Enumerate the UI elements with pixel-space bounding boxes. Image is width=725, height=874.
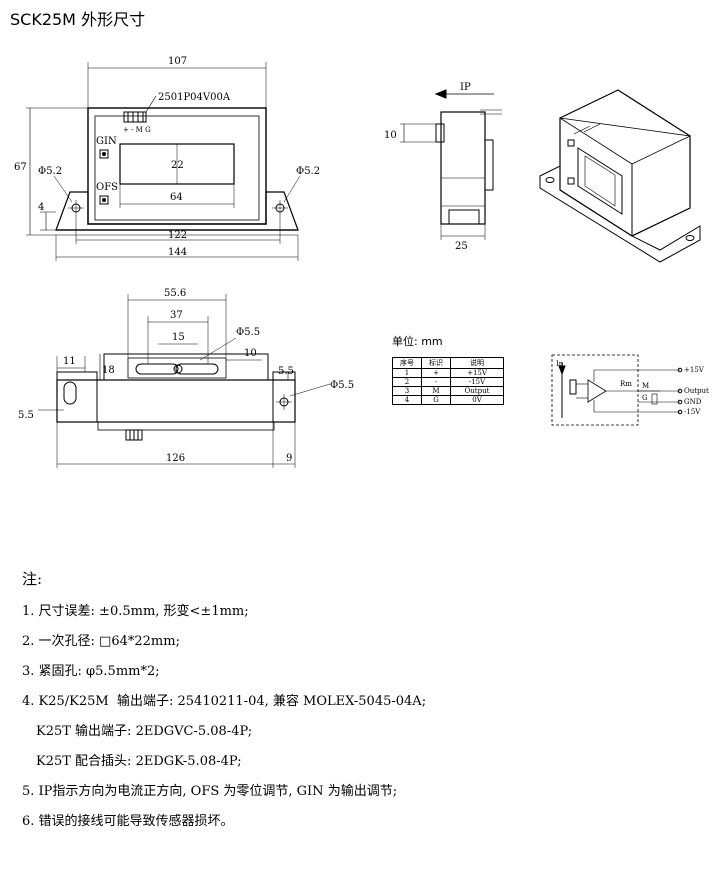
dim-5-5-left: 5.5 (18, 410, 34, 421)
ofs-label: OFS (96, 182, 118, 193)
dim-5-5-right: 5.5 (278, 366, 294, 377)
hole-mid-label: Φ5.5 (236, 327, 260, 338)
dim-window-width: 64 (170, 192, 183, 203)
pin-number: 4 (392, 395, 422, 405)
note-item: 1. 尺寸误差: ±0.5mm, 形变<±1mm; (22, 604, 249, 619)
pin-number: 3 (392, 386, 422, 396)
note-item: 5. IP指示方向为电流正方向, OFS 为零位调节, GIN 为输出调节; (22, 784, 398, 799)
table-row: 4 G 0V (392, 395, 504, 405)
notes-heading: 注: (22, 570, 43, 588)
side-view (400, 89, 502, 240)
schematic-m: M (642, 382, 649, 390)
dim-window-height: 22 (171, 160, 184, 171)
note-item: 4. K25/K25M 输出端子: 25410211-04, 兼容 MOLEX-… (22, 694, 427, 709)
pin-markers: + - M G (123, 126, 151, 134)
pin-number: 2 (392, 377, 422, 387)
dim-25: 25 (455, 241, 468, 252)
note-item: 3. 紧固孔: φ5.5mm*2; (22, 664, 160, 679)
table-row: 1 + +15V (392, 368, 504, 378)
front-view (26, 62, 301, 261)
table-row: 3 M Output (392, 386, 504, 396)
schematic-gnd: GND (684, 398, 702, 406)
note-item: K25T 配合插头: 2EDGK-5.08-4P; (36, 754, 242, 769)
table-row: 2 - -15V (392, 377, 504, 387)
pin-mark: - (421, 377, 451, 387)
dim-122: 122 (168, 230, 187, 241)
schematic (551, 354, 683, 426)
notes-section: 注: 1. 尺寸误差: ±0.5mm, 形变<±1mm; 2. 一次孔径: □6… (22, 572, 426, 845)
pin-desc: Output (450, 386, 504, 396)
pin-table-header: 标识 (421, 357, 451, 369)
dim-10-side: 10 (384, 130, 397, 141)
dim-4: 4 (38, 202, 44, 213)
hole-right-label: Φ5.2 (296, 166, 320, 177)
technical-drawing: 107 2501P04V00A + - M G GIN OFS 67 Φ5.2 … (14, 56, 709, 468)
pin-mark: G (421, 395, 451, 405)
page-title: SCK25M 外形尺寸 (10, 10, 146, 29)
dim-67: 67 (14, 162, 27, 173)
gin-label: GIN (96, 136, 117, 147)
dim-18: 18 (102, 365, 115, 376)
dim-126: 126 (166, 453, 185, 464)
pin-desc: +15V (450, 368, 504, 378)
schematic-output: Output (684, 387, 709, 395)
pin-desc: 0V (450, 395, 504, 405)
pin-table-header: 序号 (392, 357, 422, 369)
dim-11: 11 (63, 356, 76, 367)
schematic-plus15: +15V (684, 366, 705, 374)
schematic-rm: Rm (620, 380, 632, 388)
isometric-view (539, 89, 701, 263)
note-item: 6. 错误的接线可能导致传感器损坏。 (22, 814, 234, 829)
schematic-ip-label: Ip (556, 360, 564, 368)
pin-table: 序号 标识 说明 1 + +15V 2 - -15V 3 M Output 4 … (392, 357, 504, 405)
dim-144: 144 (168, 247, 187, 258)
pin-desc: -15V (450, 377, 504, 387)
dim-107: 107 (168, 56, 187, 67)
note-item: 2. 一次孔径: □64*22mm; (22, 634, 180, 649)
dim-15: 15 (172, 332, 185, 343)
hole-left-label: Φ5.2 (38, 166, 62, 177)
note-item: K25T 输出端子: 2EDGVC-5.08-4P; (36, 724, 253, 739)
pin-mark: + (421, 368, 451, 378)
dim-10-top: 10 (244, 348, 257, 359)
unit-label: 单位: mm (392, 335, 443, 348)
schematic-g: G (642, 394, 648, 402)
ip-arrow-label: IP (460, 82, 471, 93)
schematic-minus15: -15V (684, 408, 701, 416)
dim-9: 9 (286, 453, 292, 464)
top-view (38, 294, 331, 468)
connector-code: 2501P04V00A (158, 92, 231, 103)
pin-table-header: 说明 (450, 357, 504, 369)
dim-55-6: 55.6 (164, 288, 186, 299)
hole-right-top-label: Φ5.5 (330, 380, 354, 391)
pin-number: 1 (392, 368, 422, 378)
pin-mark: M (421, 386, 451, 396)
dim-37: 37 (170, 310, 183, 321)
